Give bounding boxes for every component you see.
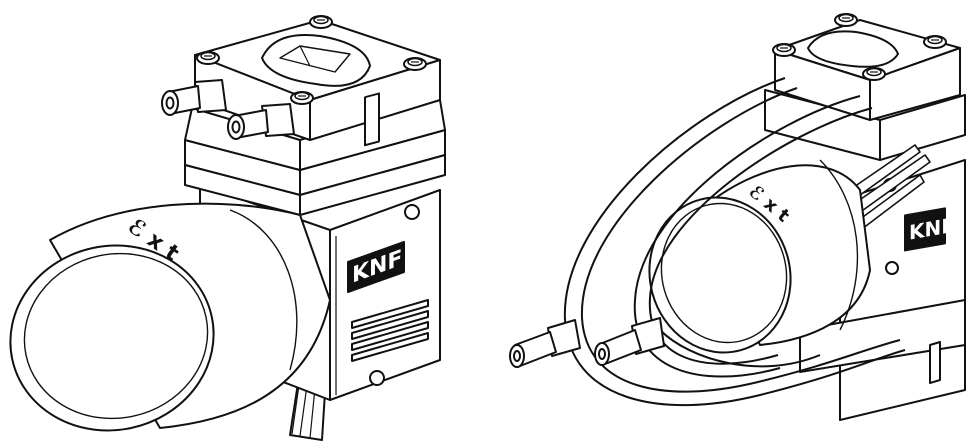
housing-hole-top [404,204,420,220]
vent-slot-icon [351,299,429,362]
screw-icon [772,43,796,57]
motor-body: ℰ x t [648,159,871,354]
hose-barb-icon [509,319,581,368]
screw-icon [196,51,220,65]
tubing-icon [563,77,906,406]
screw-icon [923,35,947,49]
motor-body: ℰ x t [9,202,331,432]
screw-icon [862,67,886,81]
hose-barb-icon [594,317,665,366]
screw-icon [403,57,427,71]
screw-icon [834,13,858,27]
hose-barb-icon [227,103,295,140]
pump-top-cover [194,19,441,147]
pump-housing: KNF [799,159,966,421]
screw-icon [309,15,333,29]
hose-barb-icon [161,79,227,116]
housing-hole-bottom [369,370,385,386]
right-pump: KNF ℰ x t [509,13,966,421]
left-pump: KNF [9,15,446,441]
screw-icon [290,91,314,105]
